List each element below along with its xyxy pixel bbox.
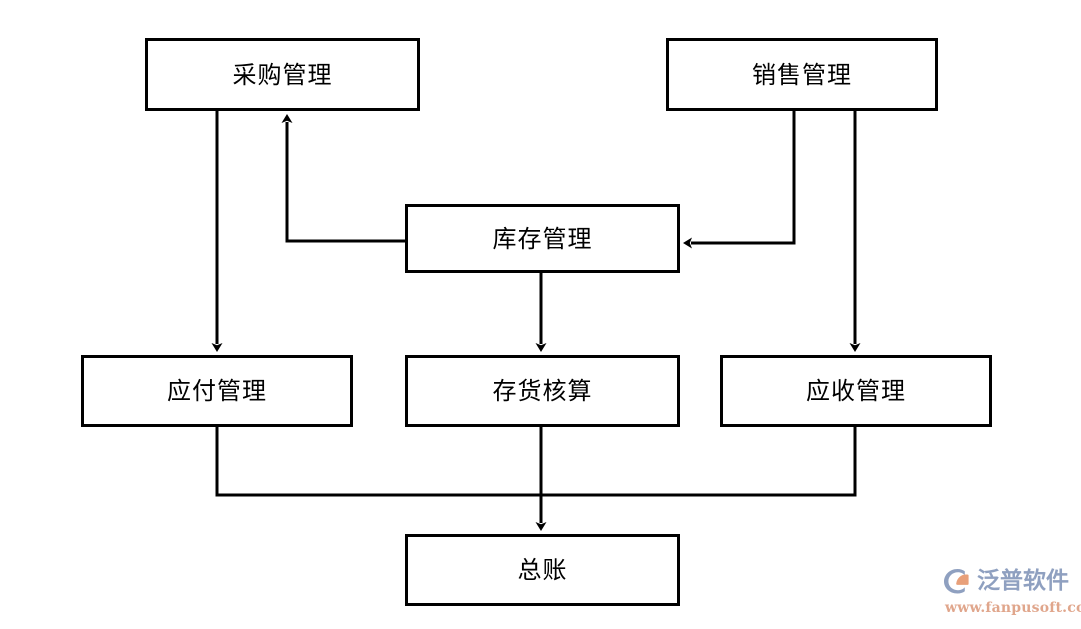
edge-inventory-to-purchase <box>281 114 405 243</box>
node-label: 应收管理 <box>806 377 906 405</box>
node-label: 存货核算 <box>492 377 593 405</box>
node-label: 销售管理 <box>752 60 852 89</box>
node-label: 总账 <box>517 556 568 584</box>
node-accounts-payable-management[interactable]: 应付管理 <box>81 355 353 427</box>
node-label: 应付管理 <box>167 377 267 405</box>
edge-sales-to-inventory <box>683 111 796 249</box>
edge-payable-to-bus <box>215 427 541 497</box>
node-accounts-receivable-management[interactable]: 应收管理 <box>720 355 992 427</box>
edge-receivable-to-bus <box>541 427 857 497</box>
node-purchase-management[interactable]: 采购管理 <box>145 38 420 111</box>
node-label: 库存管理 <box>492 224 593 253</box>
node-inventory-management[interactable]: 库存管理 <box>405 204 680 273</box>
node-sales-management[interactable]: 销售管理 <box>666 38 938 111</box>
node-label: 采购管理 <box>232 60 333 89</box>
node-general-ledger[interactable]: 总账 <box>405 534 680 606</box>
node-inventory-costing[interactable]: 存货核算 <box>405 355 680 427</box>
